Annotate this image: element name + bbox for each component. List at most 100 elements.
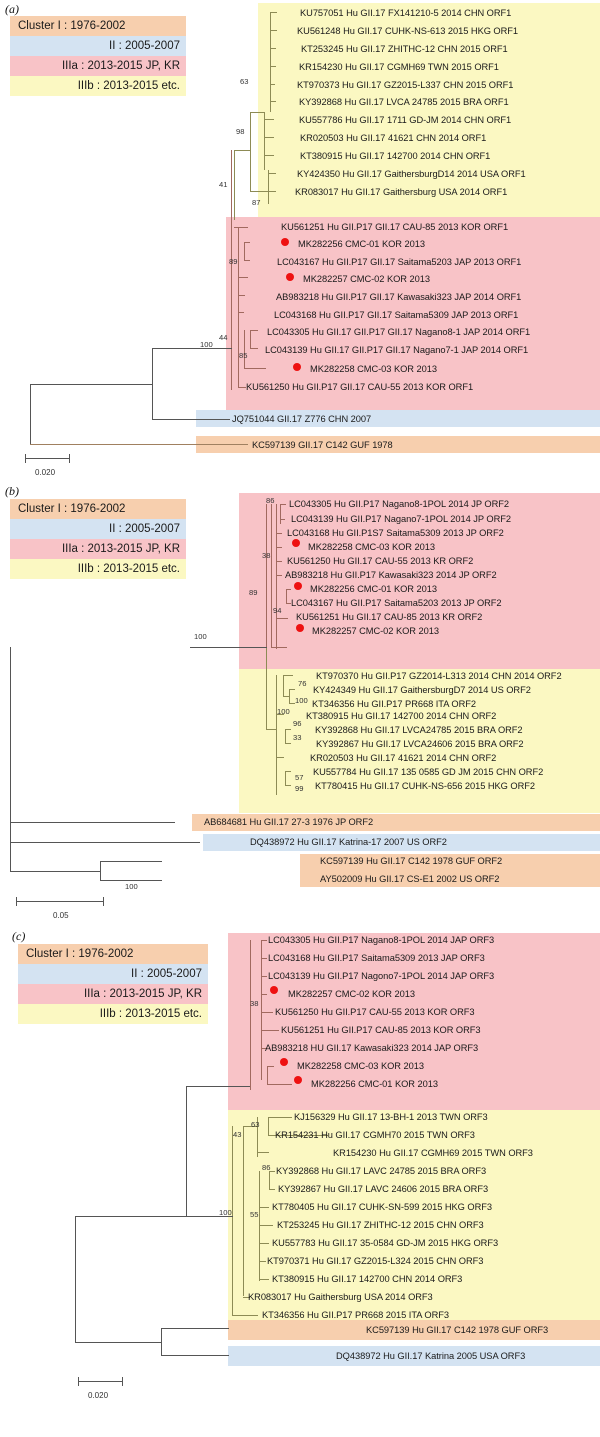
tip-label: MK282256 CMC-01 KOR 2013 — [310, 584, 437, 594]
tip-label: LC043168 Hu GII.P17 GII.17 Saitama5309 J… — [274, 310, 519, 320]
legend-item-cluster-I: Cluster I : 1976-2002 — [10, 499, 186, 519]
branch-horizontal — [269, 1189, 275, 1190]
branch-horizontal — [270, 30, 277, 31]
tip-label: KT253245 Hu GII.17 ZHITHC-12 2015 CHN OR… — [277, 1220, 484, 1230]
tip-label: LC043139 Hu GII.17 GII.P17 GII.17 Nagano… — [265, 345, 529, 355]
bootstrap-value: 85 — [239, 351, 248, 360]
branch-horizontal — [261, 976, 267, 977]
branch-vertical — [250, 330, 251, 348]
branch-horizontal — [268, 1117, 292, 1118]
bootstrap-value: 100 — [277, 707, 290, 716]
branch-horizontal — [238, 387, 246, 388]
study-strain-marker — [270, 986, 278, 994]
study-strain-marker — [292, 539, 300, 547]
legend-item-cluster-IIIb: IIIb : 2013-2015 etc. — [10, 559, 186, 579]
scale-bar-label: 0.020 — [35, 468, 56, 477]
branch-horizontal — [268, 173, 276, 174]
tip-label: MK282258 CMC-03 KOR 2013 — [297, 1061, 424, 1071]
tip-label: KC597139 Hu GII.17 C142 1978 GUF ORF2 — [320, 856, 503, 866]
branch-vertical — [250, 112, 251, 192]
branch-vertical — [261, 940, 262, 1080]
tip-label: DQ438972 Hu GII.17 Katrina-17 2007 US OR… — [250, 837, 447, 847]
branch-horizontal — [285, 785, 291, 786]
legend-item-cluster-IIIa: IIIa : 2013-2015 JP, KR — [10, 56, 186, 76]
tip-label: KU561250 Hu GII.P17 GII.17 CAU-55 2013 K… — [246, 382, 474, 392]
branch-horizontal — [243, 1126, 258, 1127]
band-IIIb — [239, 669, 600, 813]
tip-label: KY392868 Hu GII.17 LVCA 24785 2015 BRA O… — [299, 97, 509, 107]
tip-label: KU561251 Hu GII.P17 GII.17 CAU-85 2013 K… — [281, 222, 509, 232]
branch-vertical — [285, 771, 286, 785]
tip-label: AB684681 Hu GII.17 27-3 1976 JP ORF2 — [204, 817, 374, 827]
branch-horizontal — [261, 994, 267, 995]
tip-label: MK282258 CMC-03 KOR 2013 — [310, 364, 437, 374]
branch-horizontal — [270, 101, 276, 102]
study-strain-marker — [286, 273, 294, 281]
tip-label: LC043139 Hu GII.P17 Nagano7-1POL 2014 JP… — [291, 514, 511, 524]
branch-horizontal — [270, 84, 275, 85]
bootstrap-value: 98 — [236, 127, 245, 136]
branch-horizontal — [259, 1225, 273, 1226]
branch-vertical — [234, 150, 235, 220]
branch-horizontal — [268, 1135, 328, 1136]
branch-horizontal — [259, 1207, 269, 1208]
study-strain-marker — [294, 582, 302, 590]
tip-label: KU557786 Hu GII.17 1711 GD-JM 2014 CHN O… — [299, 115, 512, 125]
study-strain-marker — [280, 1058, 288, 1066]
bootstrap-value: 100 — [194, 632, 207, 641]
tip-label: KU561250 Hu GII.P17 CAU-55 2013 KOR ORF3 — [275, 1007, 475, 1017]
panel-a-legend: Cluster I : 1976-2002 II : 2005-2007 III… — [10, 16, 186, 96]
band-I — [300, 854, 600, 887]
branch-horizontal — [267, 1066, 274, 1067]
panel-a: (a) Cluster I : 1976-2002 II : 2005-2007… — [0, 0, 600, 480]
branch-vertical — [280, 504, 281, 524]
tip-label: KR154231 Hu GII.17 CGMH70 2015 TWN ORF3 — [275, 1130, 475, 1140]
tip-label: KY392867 Hu GII.17 LAVC 24606 2015 BRA O… — [278, 1184, 489, 1194]
panel-c-legend: Cluster I : 1976-2002 II : 2005-2007 III… — [18, 944, 208, 1024]
branch-vertical — [231, 150, 232, 390]
branch-vertical — [269, 1171, 270, 1189]
band-IIIa — [228, 933, 600, 1110]
bootstrap-value: 76 — [298, 679, 307, 688]
branch-vertical — [250, 940, 251, 1090]
branch-horizontal — [289, 689, 295, 690]
band-IIIb — [228, 1110, 600, 1320]
branch-vertical — [266, 504, 267, 647]
branch-horizontal — [232, 1315, 258, 1316]
tip-label: KT970370 Hu GII.P17 GZ2014-L313 2014 CHN… — [316, 671, 562, 681]
panel-c-letter: (c) — [12, 929, 26, 943]
root-branch — [30, 384, 153, 385]
branch-horizontal — [276, 561, 282, 562]
branch-horizontal — [289, 703, 295, 704]
branch-horizontal — [261, 940, 267, 941]
bootstrap-value: 94 — [273, 606, 282, 615]
root-branch — [10, 822, 175, 823]
branch-vertical — [267, 1066, 268, 1084]
tip-label: LC043305 Hu GII.P17 Nagano8-1POL 2014 JA… — [268, 935, 495, 945]
tip-label: KU561250 Hu GII.17 CAU-55 2013 KR ORF2 — [287, 556, 474, 566]
legend-item-cluster-IIIb: IIIb : 2013-2015 etc. — [10, 76, 186, 96]
branch-horizontal — [238, 312, 244, 313]
tip-label: KR083017 Hu Gaithersburg USA 2014 ORF3 — [248, 1292, 433, 1302]
branch-horizontal — [250, 348, 258, 349]
branch-vertical — [232, 1126, 233, 1315]
legend-item-cluster-IIIa: IIIa : 2013-2015 JP, KR — [10, 539, 186, 559]
tip-label: KR154230 Hu GII.17 CGMH69 2015 TWN ORF3 — [333, 1148, 533, 1158]
branch-horizontal — [244, 368, 266, 369]
branch-horizontal — [285, 771, 291, 772]
tip-label: KT346356 Hu GII.P17 PR668 2015 ITA ORF3 — [262, 1310, 450, 1320]
branch-horizontal — [270, 48, 276, 49]
bootstrap-value: 33 — [293, 733, 302, 742]
branch-horizontal — [244, 260, 250, 261]
legend-item-cluster-IIIa: IIIa : 2013-2015 JP, KR — [18, 984, 208, 1004]
tip-label: LC043168 Hu GII.P1S7 Saitama5309 2013 JP… — [287, 528, 504, 538]
branch-horizontal — [285, 743, 291, 744]
bootstrap-value: 89 — [229, 257, 238, 266]
root-branch — [100, 861, 162, 862]
branch-horizontal — [259, 1261, 266, 1262]
tip-label: KR020503 Hu GII.17 41621 CHN 2014 ORF1 — [300, 133, 487, 143]
bootstrap-value: 41 — [219, 180, 228, 189]
tip-label: DQ438972 Hu GII.17 Katrina 2005 USA ORF3 — [336, 1351, 526, 1361]
branch-horizontal — [270, 66, 276, 67]
bootstrap-value: 63 — [240, 77, 249, 86]
